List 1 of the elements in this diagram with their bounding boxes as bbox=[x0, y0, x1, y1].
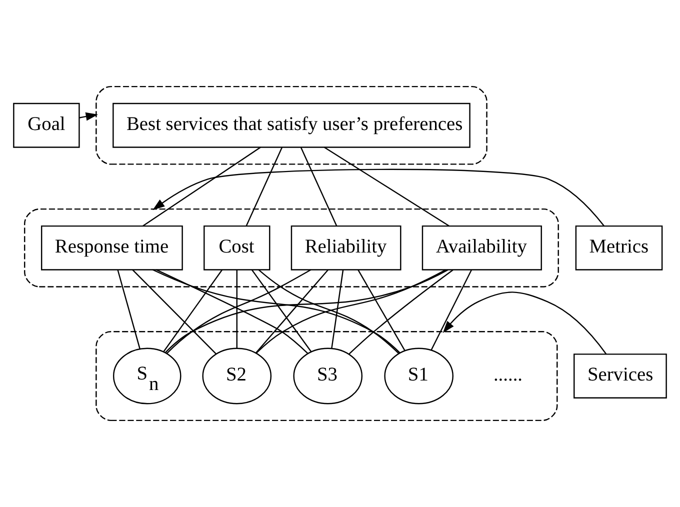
label: ...... bbox=[493, 364, 523, 386]
